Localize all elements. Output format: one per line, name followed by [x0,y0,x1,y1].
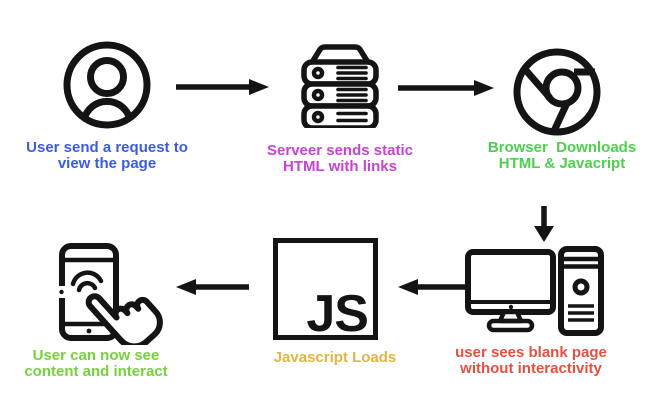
arrow-user-to-server [175,78,270,101]
js-logo-icon: JS [273,238,378,340]
js-logo-text: JS [306,284,369,343]
arrow-js-to-phone [175,278,250,301]
phone-touch-icon [53,240,165,350]
server-icon [300,44,380,131]
chrome-browser-icon [510,45,604,139]
arrow-server-to-browser [397,79,495,102]
arrow-browser-to-computer [531,205,557,248]
arrow-computer-to-js [397,278,472,301]
user-icon [61,39,153,131]
desktop-computer-icon [458,244,606,336]
caption-blank-page: user sees blank page without interactivi… [455,344,607,377]
caption-server-response: Serveer sends static HTML with links [267,142,413,175]
caption-user-request: User send a request to view the page [26,139,188,172]
caption-browser-download: Browser Downloads HTML & Javacript [487,139,637,172]
caption-interactive-page: User can now see content and interact [24,347,168,380]
caption-javascript-loads: Javascript Loads [273,349,397,366]
